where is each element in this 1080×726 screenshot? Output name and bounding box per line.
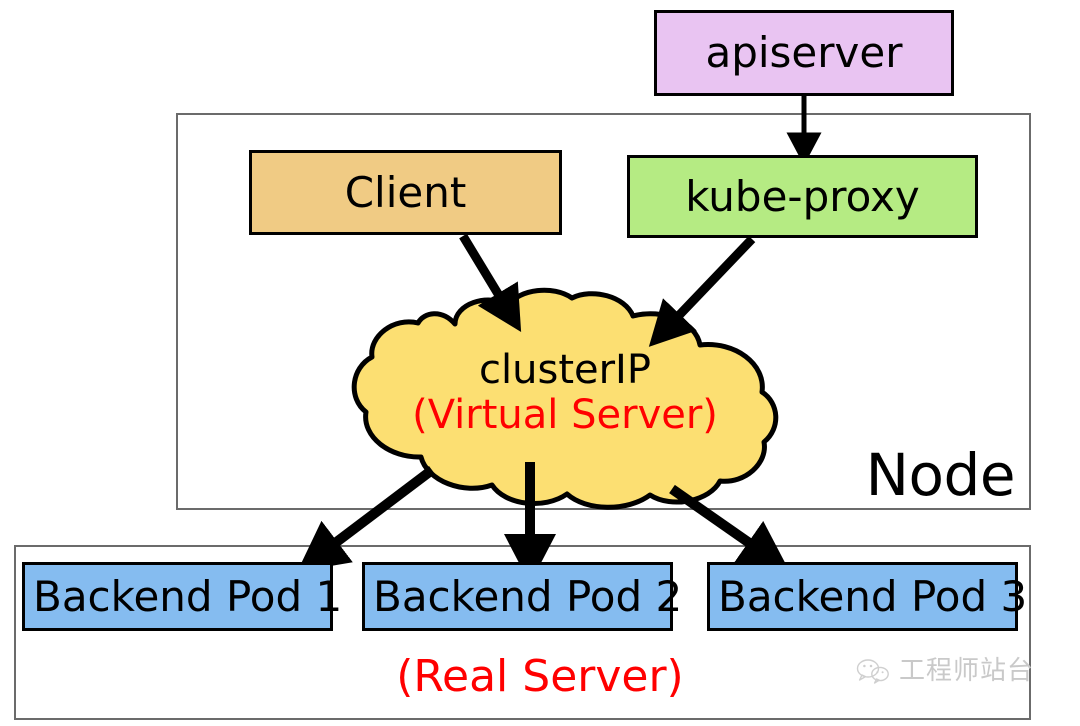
- watermark-text: 工程师站台: [899, 656, 1035, 686]
- kube-proxy-label: kube-proxy: [685, 171, 920, 221]
- real-server-caption: (Real Server): [396, 651, 684, 702]
- apiserver-label: apiserver: [705, 28, 903, 77]
- watermark: 工程师站台: [856, 658, 1034, 684]
- wechat-icon: [856, 659, 889, 684]
- backend-pod-1[interactable]: Backend Pod 1: [22, 562, 342, 631]
- backend-pod-1-label: Backend Pod 1: [33, 571, 343, 621]
- node-label: Node: [865, 441, 1016, 509]
- client-node[interactable]: Client: [249, 150, 562, 235]
- apiserver-node[interactable]: apiserver: [654, 10, 954, 96]
- backend-pod-3[interactable]: Backend Pod 3: [707, 562, 1027, 631]
- backend-pod-2-label: Backend Pod 2: [373, 571, 683, 621]
- backend-pod-3-label: Backend Pod 3: [718, 571, 1028, 621]
- backend-pod-2[interactable]: Backend Pod 2: [362, 562, 682, 631]
- kube-proxy-node[interactable]: kube-proxy: [627, 155, 978, 238]
- client-label: Client: [344, 167, 467, 217]
